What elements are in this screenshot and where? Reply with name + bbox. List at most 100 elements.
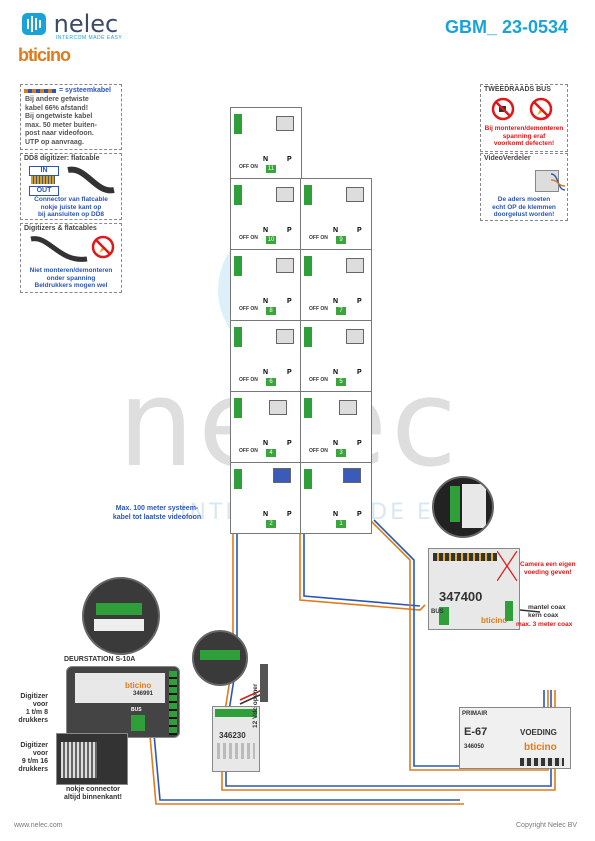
power-primair: PRIMAIR <box>462 711 488 717</box>
power-terminals <box>520 758 564 766</box>
note-line: Bij ongetwiste kabel <box>25 113 93 120</box>
note-line: UTP op aanvraag. <box>25 138 85 146</box>
callout-line: voeding geven! <box>523 569 572 576</box>
terminal-block <box>234 256 242 276</box>
cell-p-label: P <box>357 298 362 305</box>
cell-p-label: P <box>287 369 292 376</box>
apartment-number: 3 <box>336 449 346 457</box>
callout-line: voor <box>32 701 48 708</box>
off-on-label: OFF ON <box>239 377 258 383</box>
dd8-out-label: OUT <box>29 186 59 196</box>
terminal-block <box>234 327 242 347</box>
note-systeemkabel: = systeemkabel Bij andere getwiste kabel… <box>20 84 122 150</box>
footer-url[interactable]: www.nelec.com <box>14 822 63 829</box>
videophone-screen <box>276 258 294 273</box>
callout-kern: kern coax <box>528 612 559 619</box>
terminal-block <box>304 185 312 205</box>
note-line: De aders moeten <box>497 196 551 203</box>
note-digitizers: Digitizers & flatcables Niet monteren/de… <box>20 223 122 293</box>
cell-n-label: N <box>333 369 339 376</box>
apartment-number: 6 <box>266 378 276 386</box>
nelec-tagline: INTERCOM MADE EASY <box>56 35 123 41</box>
video-terminal <box>505 601 513 621</box>
callout-line: 1 t/m 8 <box>25 709 48 716</box>
power-model: E-67 <box>464 726 488 738</box>
terminal-block <box>304 469 312 489</box>
apartment-cell: N P OFF ON 8 <box>230 249 302 321</box>
module-bus-label: BUS <box>431 609 444 615</box>
off-on-label: OFF ON <box>239 448 258 454</box>
cell-n-label: N <box>333 227 339 234</box>
note-dd8-body: Connector van flatcable nokje juiste kan… <box>23 196 119 219</box>
videophone-screen <box>276 187 294 202</box>
apartment-number: 7 <box>336 307 346 315</box>
videoverdeler-device <box>535 170 559 192</box>
apartment-number: 4 <box>266 449 276 457</box>
off-on-label: OFF ON <box>239 164 258 170</box>
note-line: post naar videofoon. <box>25 130 94 137</box>
apartment-cell: N P OFF ON 3 <box>300 391 372 463</box>
note-line: kabel 66% afstand! <box>25 104 89 112</box>
zoom-346230-terminals <box>200 650 240 660</box>
doorstation-s10a: bticino 346991 BUS <box>66 666 180 738</box>
videophone-screen <box>273 468 291 483</box>
off-on-label: OFF ON <box>239 306 258 312</box>
power-label: VOEDING <box>520 728 557 737</box>
callout-line: drukkers <box>18 717 48 724</box>
doorstation-panel <box>75 673 165 703</box>
note-line: max. 50 meter buiten- <box>25 121 97 129</box>
power-code: 346050 <box>464 744 485 750</box>
videophone-screen <box>346 329 364 344</box>
videophone-screen <box>276 116 294 131</box>
nelec-logo: nelec <box>22 10 118 38</box>
callout-vdc: 12 Vdc opener <box>252 683 259 728</box>
apartment-cell: N P OFF ON 9 <box>300 178 372 250</box>
note-tweedraads-body: Bij monteren/demonteren spanning eraf vo… <box>482 125 566 148</box>
module-terminals <box>433 553 497 561</box>
cell-n-label: N <box>263 298 269 305</box>
digitizer-board <box>56 733 128 785</box>
apartment-cell: N P OFF ON 6 <box>230 320 302 392</box>
callout-line: altijd binnenkant! <box>64 794 122 801</box>
terminal-block <box>304 327 312 347</box>
terminal-block <box>234 469 242 489</box>
nelec-logo-icon <box>22 13 46 35</box>
doorstation-bus-terminal <box>131 715 145 731</box>
zoom-doorstation-terminals <box>96 603 142 615</box>
doorstation-side-terminals <box>169 671 177 735</box>
zoom-module <box>462 484 486 528</box>
note-systeemkabel-body: Bij andere getwiste kabel 66% afstand! B… <box>25 96 97 147</box>
apartment-cell: N P 2 <box>230 462 302 534</box>
cell-p-label: P <box>287 227 292 234</box>
note-line: Bij andere getwiste <box>25 96 89 103</box>
note-tweedraads-title: TWEEDRAADS BUS <box>484 86 551 93</box>
module-347400: 347400 BUS bticino <box>428 548 520 630</box>
cell-p-label: P <box>357 227 362 234</box>
note-line: voorkomt defecten! <box>493 140 555 147</box>
power-bticino: bticino <box>524 742 557 753</box>
off-on-label: OFF ON <box>309 235 328 241</box>
no-touch-icon <box>91 235 115 259</box>
cell-p-label: P <box>287 511 292 518</box>
flatcable-image <box>67 166 115 194</box>
cell-p-label: P <box>357 369 362 376</box>
note-line: spanning eraf <box>502 132 546 140</box>
zoom-doorstation-labels <box>94 619 144 631</box>
cell-n-label: N <box>333 440 339 447</box>
terminal-block <box>304 256 312 276</box>
apartment-number: 5 <box>336 378 346 386</box>
terminal-block <box>234 185 242 205</box>
nelec-logo-text: nelec <box>53 10 119 38</box>
videophone-screen <box>343 468 361 483</box>
callout-max100: Max. 100 meter systeem- kabel tot laatst… <box>82 505 232 522</box>
note-line: Beldrukkers mogen wel <box>34 282 108 289</box>
cell-n-label: N <box>263 227 269 234</box>
videophone-screen <box>269 400 287 415</box>
callout-line: kabel tot laatste videofoon <box>112 513 202 521</box>
videophone-screen <box>346 258 364 273</box>
apartment-number: 8 <box>266 307 276 315</box>
note-videoverdeler: VideoVerdeler De aders moeten echt OP de… <box>480 153 568 221</box>
cell-n-label: N <box>263 369 269 376</box>
zoom-terminal <box>450 486 460 522</box>
callout-nokje: nokje connector altijd binnenkant! <box>62 786 124 802</box>
